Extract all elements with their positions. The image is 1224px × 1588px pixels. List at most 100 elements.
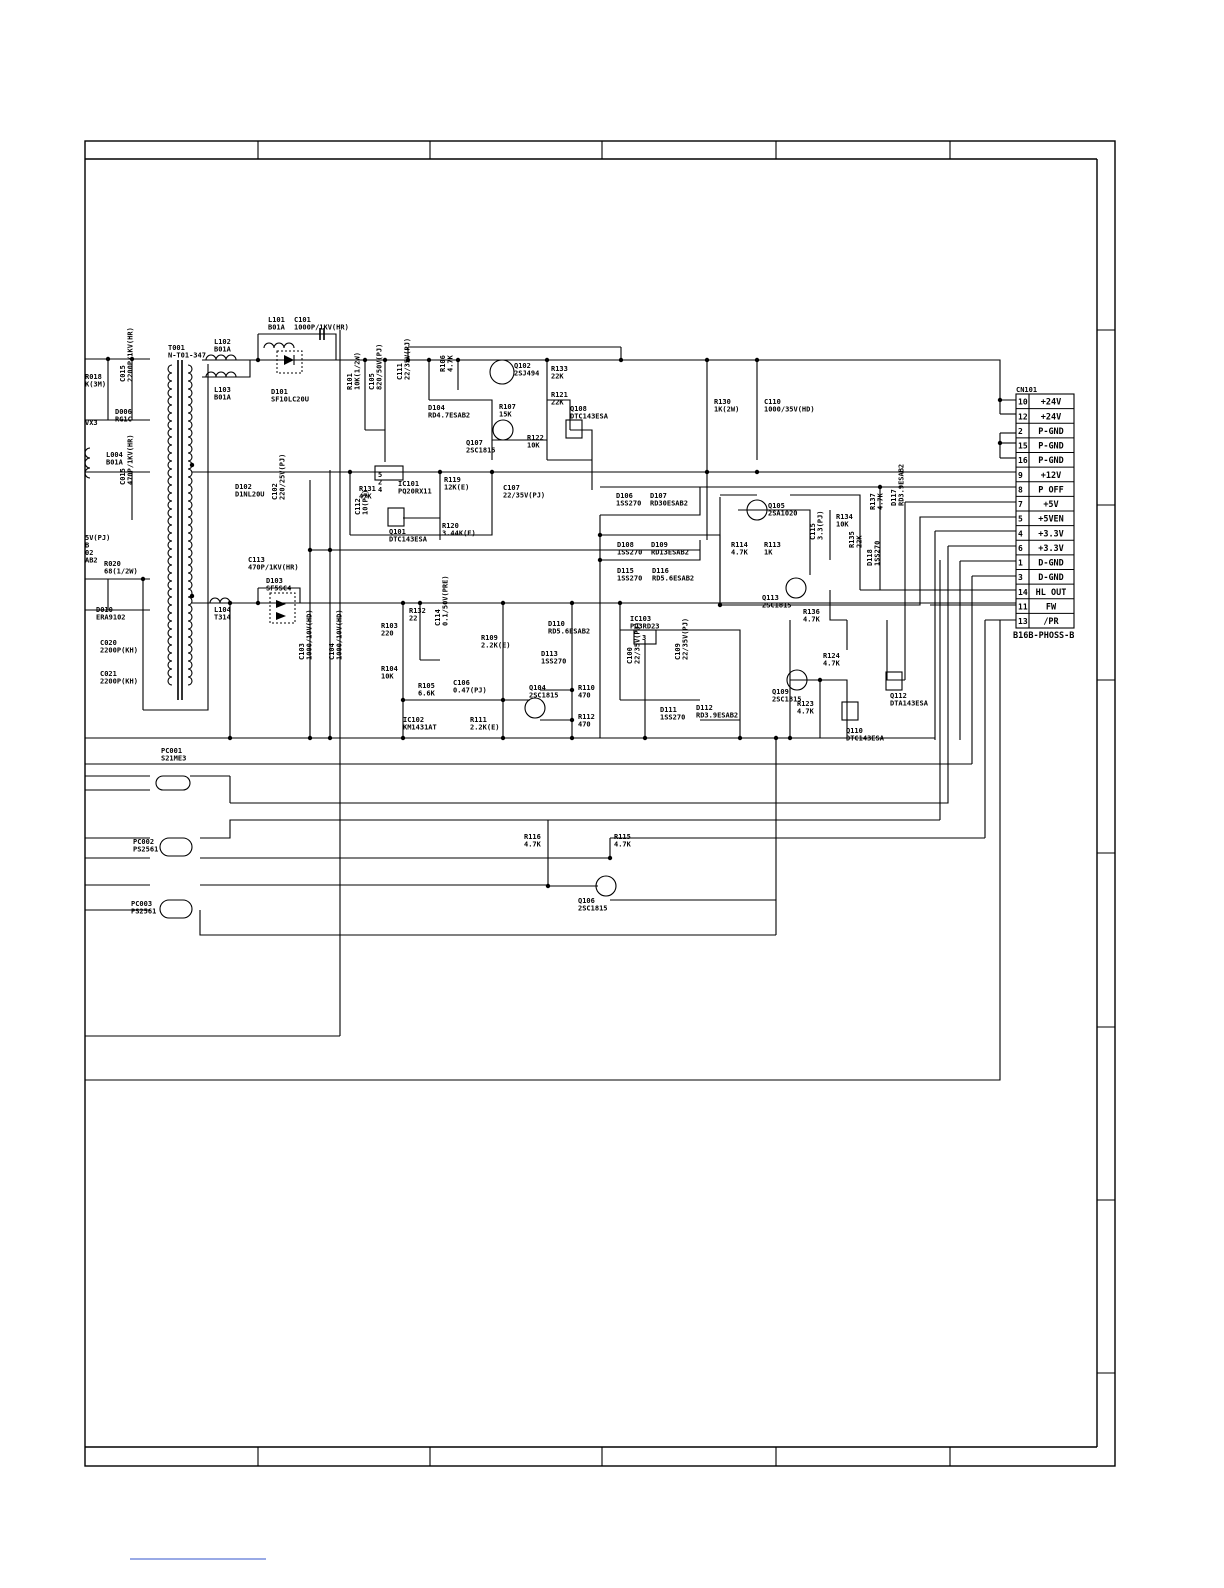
component-label-line: R101	[346, 373, 354, 390]
component-label-line: R135	[848, 531, 856, 548]
component-label-c102: C102220/25V(PJ)	[271, 454, 287, 500]
component-label-line: D107	[650, 492, 667, 500]
connector-pin-name: FW	[1046, 602, 1057, 612]
component-label-line: DTC143ESA	[846, 735, 885, 743]
component-label-line: D108	[617, 541, 634, 549]
component-label-line: VX3	[85, 419, 98, 427]
component-label-line: 2200P/1KV(HR)	[127, 327, 135, 382]
component-label-c103: C1031000/10V(HD)	[298, 609, 314, 660]
connector-pin-name: HL OUT	[1036, 588, 1067, 598]
transistor-Q107-symbol	[492, 419, 514, 441]
component-label-line: DTC143ESA	[570, 413, 609, 421]
drawing-frame	[84, 140, 1116, 1467]
component-label-line: R107	[499, 403, 516, 411]
transistor-Q109-symbol	[786, 669, 808, 691]
component-label-line: Q101	[389, 528, 406, 536]
wiring	[85, 330, 1016, 1081]
component-label-line: C020	[100, 639, 117, 647]
component-label-line: T001	[168, 344, 185, 352]
component-label-line: IC101	[398, 480, 419, 488]
component-label-line: 2SA1020	[768, 510, 798, 518]
component-label-c105: C105820/50V(PJ)	[368, 344, 384, 390]
component-label-line: 2SC1815	[578, 905, 608, 913]
connector-pin-name: P-GND	[1038, 456, 1064, 466]
component-label-r106: R1064.7K	[439, 354, 455, 372]
component-label-line: 1SS270	[617, 549, 642, 557]
component-label-d118: D1181SS270	[866, 541, 882, 566]
component-label-line: C107	[503, 484, 520, 492]
component-label-line: L102	[214, 338, 231, 346]
optocoupler-PC003-symbol	[159, 899, 193, 919]
component-label-line: R116	[524, 833, 541, 841]
component-label-line: L103	[214, 386, 231, 394]
component-label-line: 4.7K	[877, 492, 885, 510]
ic-IC101-symbol	[374, 465, 404, 481]
connector-pin-number: 10	[1018, 398, 1028, 407]
component-label-line: 1000/35V(HD)	[764, 406, 815, 414]
component-label-line: 47K	[359, 493, 372, 501]
component-label-line: 4.7K	[823, 660, 841, 668]
component-label-line: L004	[106, 451, 123, 459]
component-label-line: R110	[578, 684, 595, 692]
transformer-T001-symbol	[167, 364, 194, 686]
component-label-line: 2SC1815	[466, 447, 496, 455]
component-label-line: B	[85, 542, 89, 550]
component-label-line: B01A	[106, 459, 124, 467]
component-label-line: C021	[100, 670, 117, 678]
component-label-line: 2.2K(E)	[481, 642, 511, 650]
component-label-line: PS2561	[133, 846, 158, 854]
component-label-line: C104	[328, 643, 336, 660]
transistor-Q106-symbol	[595, 875, 617, 897]
component-label-line: R130	[714, 398, 731, 406]
component-label-line: 1SS270	[617, 575, 642, 583]
component-label-line: D117	[890, 489, 898, 506]
component-label-line: AB2	[85, 557, 98, 565]
component-label-r137: R1374.7K	[869, 492, 885, 510]
component-label-r101: R10110K(1/2W)	[346, 352, 362, 390]
component-label-line: Q104	[529, 684, 546, 692]
transistor-Q112-symbol	[885, 671, 903, 691]
component-label-line: D1NL20U	[235, 491, 265, 499]
component-label-line: PQ3RD23	[630, 623, 660, 631]
component-label-line: RD30ESAB2	[650, 500, 688, 508]
component-label-line: RD13ESAB2	[651, 549, 689, 557]
connector-pin-name: P OFF	[1038, 485, 1064, 495]
component-label-line: IC102	[403, 716, 424, 724]
component-label-line: D102	[235, 483, 252, 491]
connector-pin-name: +5VEN	[1038, 515, 1064, 525]
component-label-line: 22/35V(PJ)	[634, 622, 642, 664]
component-label-line: 22K	[551, 399, 564, 407]
component-label-line: RD4.7ESAB2	[428, 412, 470, 420]
component-label-vx3: VX3	[85, 419, 98, 427]
component-label-line: 22K	[856, 535, 864, 548]
connector-pin-number: 8	[1018, 485, 1023, 494]
component-label-line: RG1C	[115, 416, 132, 424]
component-label-line: R119	[444, 476, 461, 484]
component-label-line: 4.7K	[614, 841, 632, 849]
component-label-line: C105	[368, 373, 376, 390]
component-label-line: PC003	[131, 900, 152, 908]
component-label-line: R120	[442, 522, 459, 530]
component-label-line: 1K(2W)	[714, 406, 739, 414]
